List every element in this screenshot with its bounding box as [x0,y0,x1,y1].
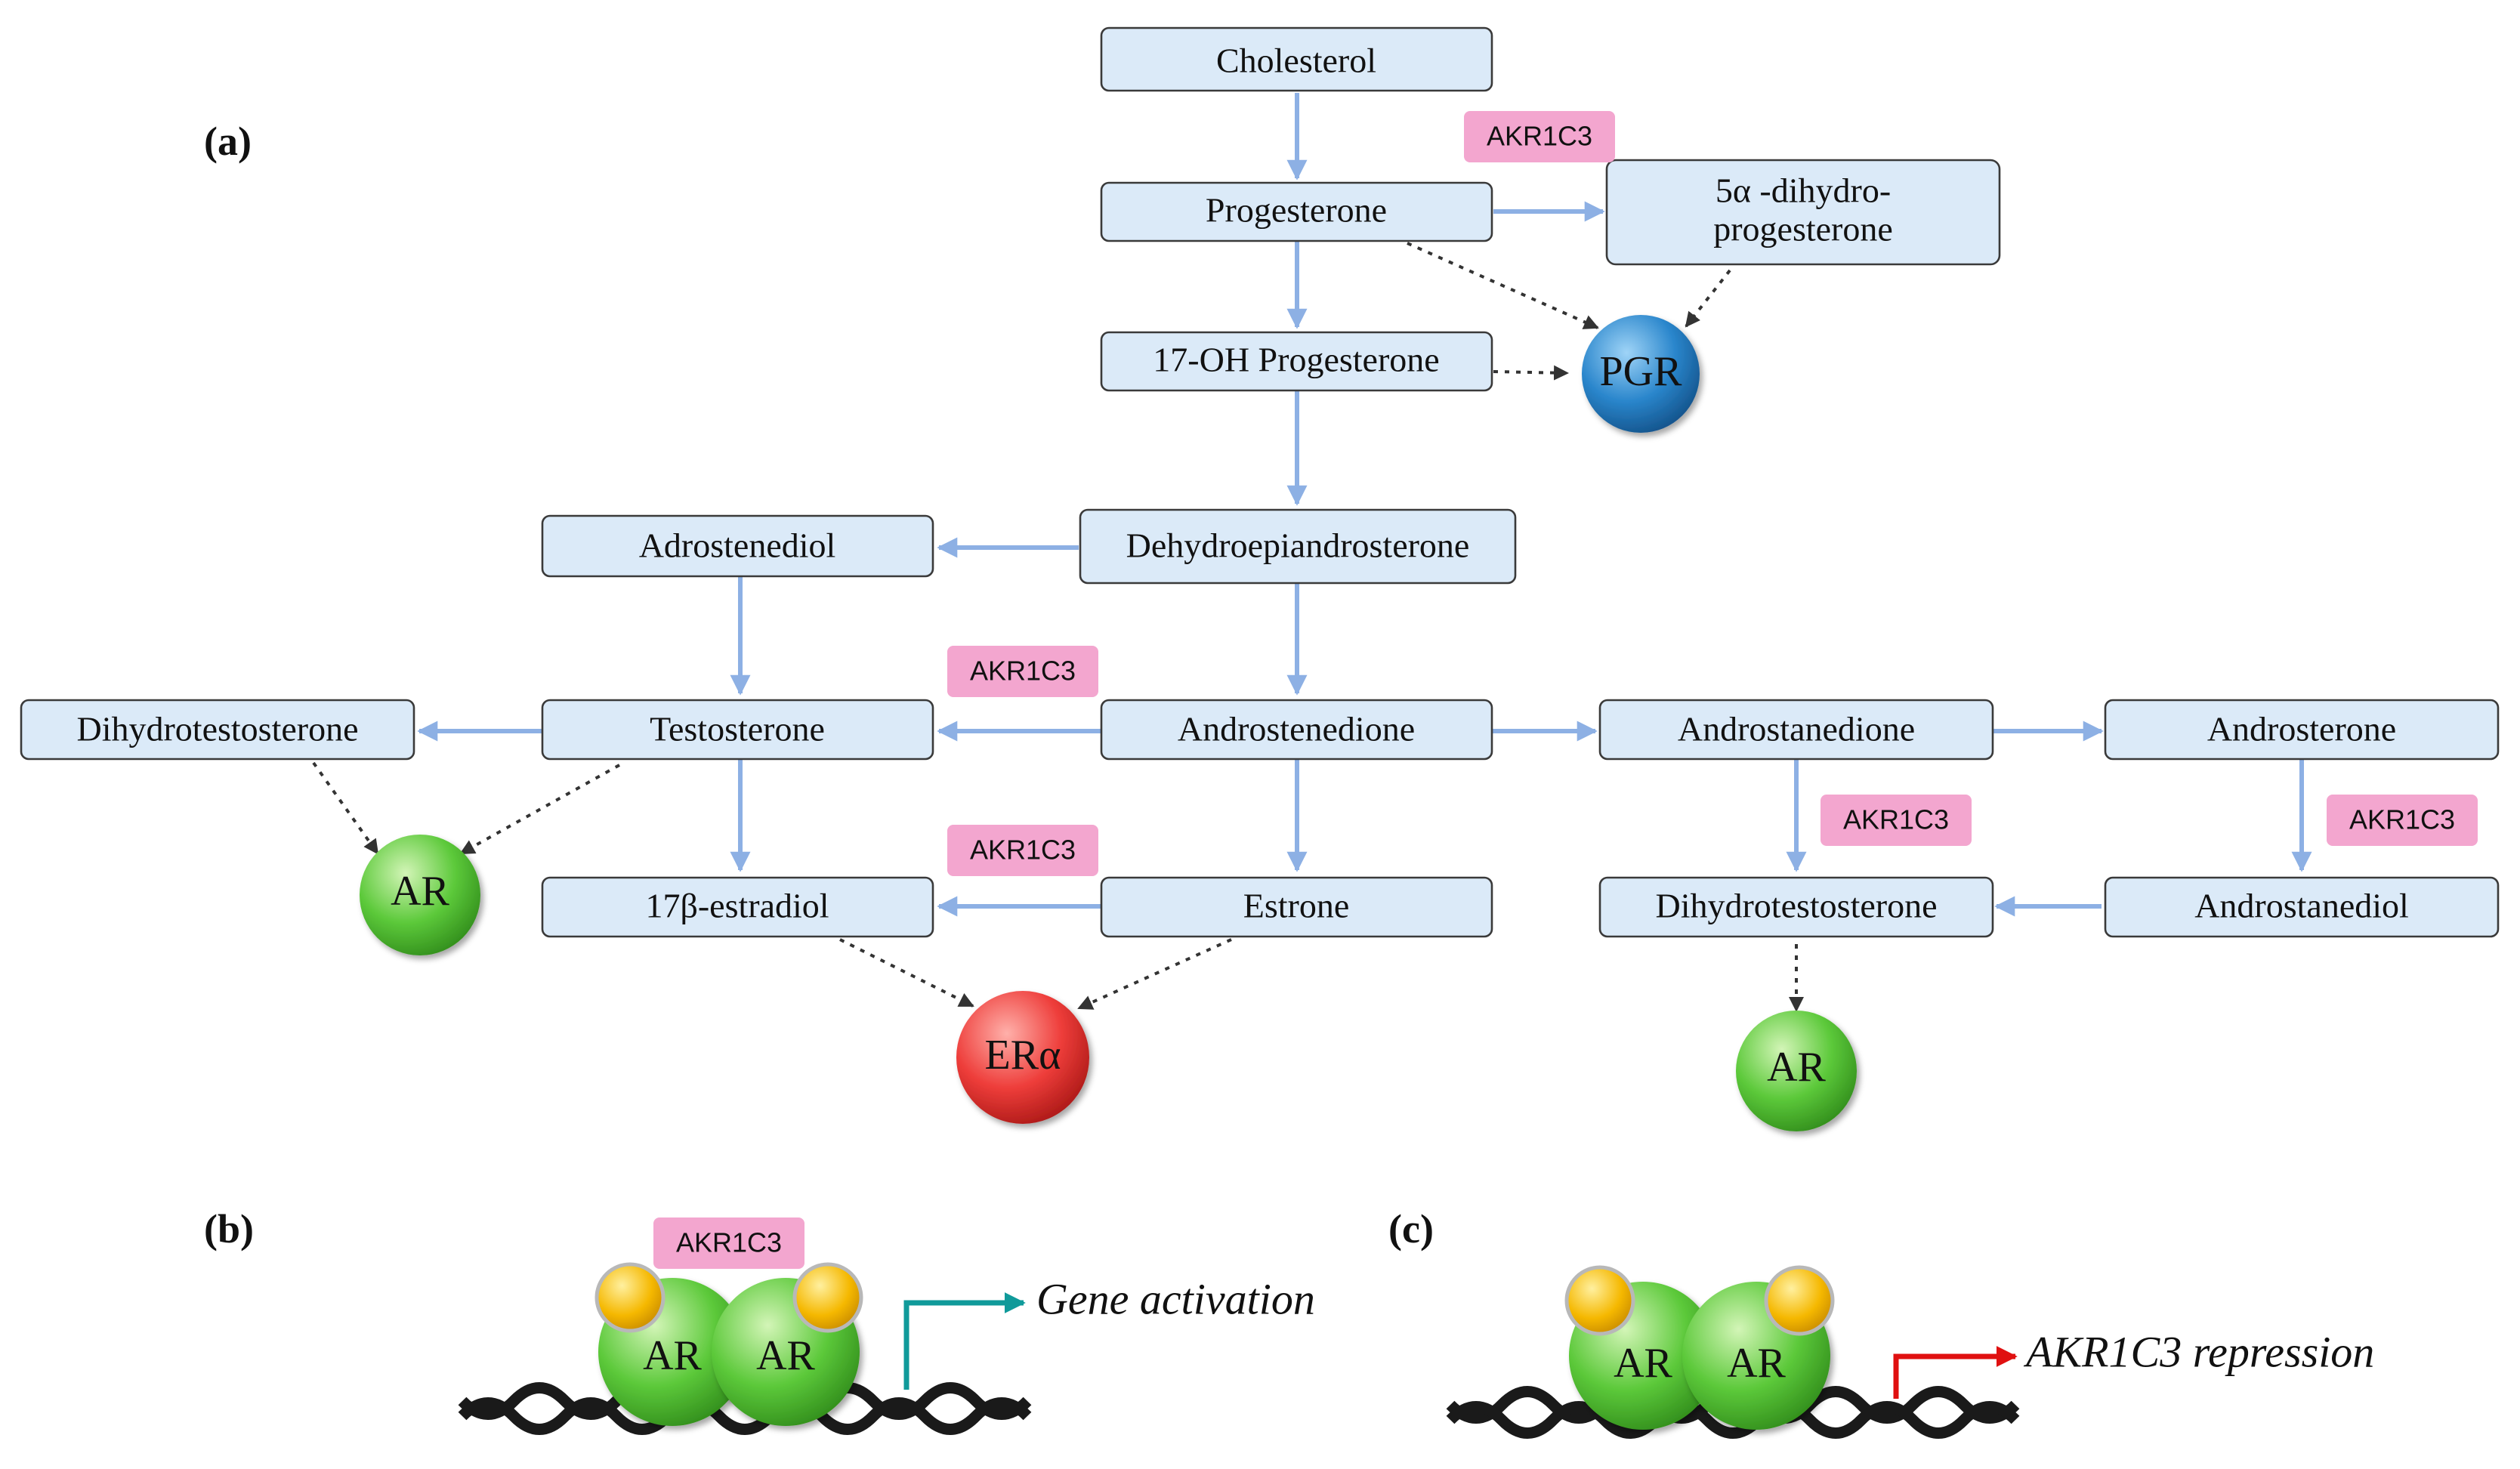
svg-text:AKR1C3: AKR1C3 [1487,121,1592,152]
node-androstenedione: Androstenedione [1100,699,1493,761]
svg-text:AKR1C3: AKR1C3 [970,656,1076,687]
enzyme-label-coactivator: AKR1C3 [653,1217,804,1269]
enzyme-label-androstenedione-to-testosterone: AKR1C3 [947,646,1098,697]
node-adrostenediol: Adrostenediol [541,514,934,578]
panel-c-repression: AR AR AKR1C3 repression [1446,1265,2374,1439]
node-estradiol: 17β-estradiol [541,876,934,938]
dotted-arrow-17oh-pgr [1493,365,1569,381]
node-label: Dihydrotestosterone [76,710,358,748]
ligand-binding-arrows [312,242,1804,1012]
svg-text:AKR1C3: AKR1C3 [676,1227,782,1258]
node-dht-right: Dihydrotestosterone [1598,876,1994,938]
dotted-arrow-testosterone-ar [459,764,620,855]
receptor-label: PGR [1600,348,1683,395]
svg-text:AKR1C3: AKR1C3 [1843,804,1949,835]
ar-dimer-b: AR AR [594,1262,863,1426]
ar-label: AR [1727,1340,1786,1387]
repression-arrow [1893,1346,2018,1399]
node-label-line2: progesterone [1713,210,1893,248]
enzyme-label-androstanedione-to-dht: AKR1C3 [1821,795,1972,846]
receptor-label: ERα [985,1032,1061,1079]
node-androsterone: Androsterone [2104,699,2500,761]
node-testosterone: Testosterone [541,699,934,761]
node-label: 17-OH Progesterone [1153,341,1439,379]
ar-label: AR [756,1332,815,1379]
dotted-arrow-estradiol-era [839,938,974,1008]
pathway-nodes: Cholesterol Progesterone 5α -dihydro- pr… [20,26,2500,938]
node-label: Androstanedione [1678,710,1915,748]
node-label: Dehydroepiandrosterone [1126,526,1470,565]
activation-arrow [903,1292,1026,1390]
svg-text:AKR1C3: AKR1C3 [970,835,1076,866]
ar-label: AR [643,1332,702,1379]
node-androstanediol: Androstanediol [2104,876,2500,938]
node-label: Testosterone [650,710,825,748]
node-label: Androstenedione [1178,710,1415,748]
receptor-ar-left: AR [360,835,480,955]
node-progesterone: Progesterone [1100,181,1493,242]
node-estrone: Estrone [1100,876,1493,938]
receptor-label: AR [391,868,449,915]
ligand-icon [792,1262,863,1333]
node-dht-left: Dihydrotestosterone [20,699,415,761]
node-label-line1: 5α -dihydro- [1716,171,1891,210]
enzyme-label-progesterone-to-dihydro: AKR1C3 [1464,111,1615,162]
receptor-era: ERα [956,991,1089,1124]
node-label: 17β-estradiol [645,887,829,925]
node-label: Progesterone [1206,191,1387,230]
ligand-icon [1764,1265,1835,1336]
enzyme-labels: AKR1C3 AKR1C3 AKR1C3 AKR1C3 AKR1C3 [947,111,2478,876]
receptor-ar-right: AR [1736,1011,1857,1131]
ligand-icon [594,1262,666,1333]
panel-label-a: (a) [204,119,252,164]
dotted-arrow-dht-ar [312,761,379,855]
node-dhea: Dehydroepiandrosterone [1079,508,1517,585]
ligand-icon [1564,1265,1635,1336]
akr1c3-repression-caption: AKR1C3 repression [2023,1327,2374,1376]
enzyme-label-estrone-to-estradiol: AKR1C3 [947,825,1098,876]
panel-b-gene-activation: AR AR AKR1C3 Gene activation [458,1217,1315,1435]
node-label: Cholesterol [1216,42,1376,80]
ar-label: AR [1614,1340,1672,1387]
node-label: Androsterone [2207,710,2396,748]
receptor-label: AR [1767,1044,1826,1091]
enzyme-label-androsterone-to-androstanediol: AKR1C3 [2327,795,2478,846]
node-androstanedione: Androstanedione [1598,699,1994,761]
dotted-arrow-dihydroprogesterone-pgr [1685,269,1731,328]
node-label: Dihydrotestosterone [1655,887,1937,925]
receptor-pgr: PGR [1582,315,1700,433]
gene-activation-caption: Gene activation [1036,1274,1315,1323]
node-dihydroprogesterone: 5α -dihydro- progesterone [1605,159,2001,266]
node-label: Androstanediol [2194,887,2409,925]
node-17oh-progesterone: 17-OH Progesterone [1100,331,1493,392]
dotted-arrow-progesterone-pgr [1407,242,1599,329]
receptors: PGR AR ERα AR [360,315,1857,1131]
node-cholesterol: Cholesterol [1100,26,1493,92]
svg-text:AKR1C3: AKR1C3 [2349,804,2455,835]
dotted-arrow-estrone-era [1077,938,1232,1010]
panel-label-c: (c) [1388,1206,1434,1251]
panel-label-b: (b) [204,1206,254,1251]
node-label: Estrone [1243,887,1350,925]
flow-arrows [417,93,2312,917]
node-label: Adrostenediol [639,526,836,565]
ar-dimer-c: AR AR [1564,1265,1835,1430]
